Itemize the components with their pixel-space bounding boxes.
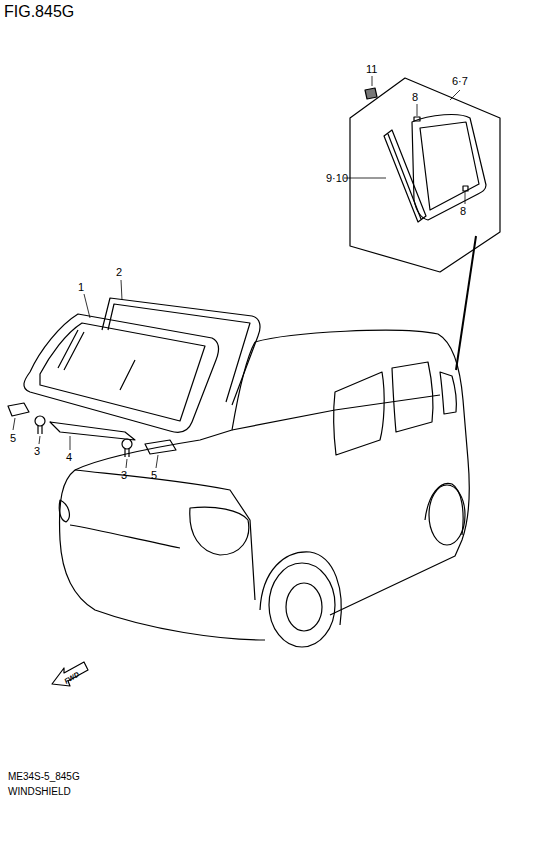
figure-code: ME34S-5_845G — [8, 772, 80, 782]
car-body — [255, 330, 469, 615]
clip — [122, 439, 132, 449]
glass-shade — [58, 330, 135, 390]
windshield-glass — [24, 314, 219, 432]
fwd-arrow — [52, 662, 88, 686]
callout-number: 5 — [151, 470, 157, 481]
side-window — [392, 362, 433, 432]
windshield-inner — [40, 323, 205, 421]
quarter-window — [440, 372, 456, 414]
inset-frame — [350, 78, 500, 272]
quarter-glass — [412, 115, 486, 220]
callout-number: 6·7 — [452, 76, 468, 87]
figure-title: FIG.845G — [4, 4, 74, 20]
rear-wheel — [429, 485, 465, 545]
headlamp — [190, 507, 249, 555]
fog-lamp — [59, 500, 69, 522]
quarter-glass-inner — [420, 122, 479, 210]
figure-caption: WINDSHIELD — [8, 787, 71, 797]
belt-line — [232, 395, 440, 430]
callout-number: 11 — [366, 64, 377, 75]
front-hub — [286, 583, 322, 631]
callout-number: 3 — [121, 470, 127, 481]
callout-number: 8 — [460, 206, 466, 217]
callout-number: 1 — [78, 282, 84, 293]
inset-pointer — [456, 236, 476, 370]
spacer — [463, 186, 468, 191]
bumper-line — [70, 525, 180, 548]
clip-leg — [125, 449, 129, 457]
hood-edge — [75, 470, 255, 600]
callout-number: 5 — [10, 433, 16, 444]
car-front — [60, 342, 265, 640]
pillar-molding — [384, 130, 426, 222]
cowl-end-cap — [8, 403, 29, 416]
callout-number: 4 — [66, 452, 72, 463]
callout-number: 8 — [412, 92, 418, 103]
callout-number: 3 — [34, 446, 40, 457]
callout-number: 2 — [116, 267, 122, 278]
front-wheel — [269, 563, 335, 647]
cowl-molding — [50, 422, 135, 440]
leader-line — [13, 76, 465, 468]
callout-number: 9·10 — [326, 173, 348, 184]
windshield-molding — [102, 298, 260, 405]
spacer — [414, 117, 420, 121]
cowl-end-cap — [145, 440, 176, 454]
clip-leg — [38, 426, 42, 434]
side-window — [334, 372, 385, 455]
clip-11 — [365, 88, 377, 99]
clip — [35, 416, 45, 426]
